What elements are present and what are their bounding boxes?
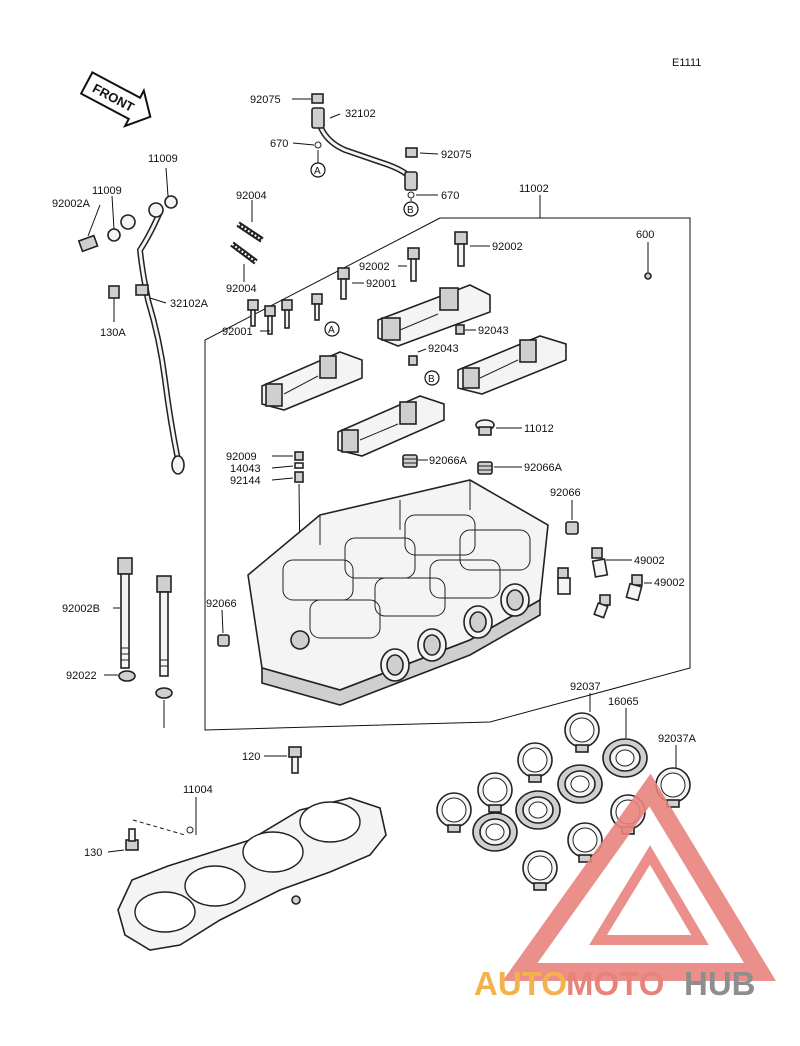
washer-92022-second (155, 687, 173, 699)
head-bolt-92002B (117, 557, 133, 669)
plug-92066A-a (402, 454, 418, 468)
camshaft-cap-upper-right (377, 284, 491, 347)
callout-92066A-a: 92066A (429, 455, 468, 467)
watermark-hub: HUB (684, 965, 756, 1002)
o-ring-670-b (407, 191, 415, 199)
callout-16065: 16065 (608, 696, 639, 708)
callout-11009-b: 11009 (92, 185, 122, 197)
marker-b-caps: B (424, 370, 440, 386)
callout-92075-b: 92075 (441, 149, 472, 161)
callout-32102A: 32102A (170, 298, 209, 310)
holder-group-16065 (472, 738, 648, 852)
fitting-49002-a (591, 547, 609, 578)
callout-92004-b: 92004 (226, 283, 257, 295)
callout-92002-b: 92002 (359, 261, 390, 273)
marker-a-top: A (310, 162, 326, 178)
callout-92002B: 92002B (62, 603, 100, 615)
watermark-auto: AUTO (474, 965, 567, 1002)
bolt-92001-middle (337, 267, 350, 300)
callout-92043-b: 92043 (428, 343, 459, 355)
plug-600 (644, 272, 652, 280)
spring-92144 (294, 471, 304, 483)
plug-92066A-b (477, 461, 493, 475)
fitting-49002-b (625, 574, 643, 602)
watermark-logo: AUTO MOTO HUB (474, 773, 776, 1002)
camshaft-cap-middle-right (457, 335, 567, 395)
callout-130A: 130A (100, 327, 126, 339)
assembly-frame (204, 217, 691, 731)
head-gasket-11004 (117, 797, 387, 951)
dowel-92043-a (455, 324, 465, 335)
dowel-92043-b (408, 355, 418, 366)
callout-92001-a: 92001 (366, 278, 397, 290)
banjo-bolt-92075-right (405, 147, 418, 158)
callout-11012: 11012 (524, 423, 554, 435)
marker-a-caps: A (324, 321, 340, 337)
oil-pipe-32102A (120, 202, 185, 475)
stud-92004-upper (236, 221, 264, 243)
cylinder-head-11002 (247, 479, 549, 706)
callout-92001-b: 92001 (222, 326, 253, 338)
callout-11009-a: 11009 (148, 153, 178, 165)
callout-670-a: 670 (270, 138, 288, 150)
callout-92009: 92009 (226, 451, 257, 463)
stud-92004-lower (230, 241, 258, 265)
svg-text:A: A (314, 166, 321, 177)
callout-92002-a: 92002 (492, 241, 523, 253)
bolt-92002-middle (407, 247, 420, 282)
bolt-120 (288, 746, 302, 774)
plug-92066-left (217, 634, 230, 647)
diagram-code: E1111 (672, 57, 701, 69)
oil-pipe-32102 (311, 107, 418, 191)
callout-600: 600 (636, 229, 654, 241)
bolt-92002A (77, 234, 99, 253)
callout-670-b: 670 (441, 190, 459, 202)
svg-text:B: B (428, 374, 435, 385)
marker-b-top: B (403, 201, 419, 217)
bolt-92001-left-group (247, 293, 323, 335)
washer-11009-b (107, 228, 121, 242)
callout-92004-a: 92004 (236, 190, 267, 202)
callout-11002: 11002 (519, 183, 549, 195)
callout-130: 130 (84, 847, 102, 859)
watermark-moto: MOTO (566, 965, 664, 1002)
plug-92066-right (565, 521, 579, 535)
o-ring-670-a (314, 141, 322, 149)
svg-text:A: A (328, 325, 335, 336)
fitting-49002-d (593, 594, 611, 619)
bolt-130 (125, 828, 139, 851)
callout-32102: 32102 (345, 108, 376, 120)
front-arrow: FRONT (79, 71, 152, 128)
svg-text:B: B (407, 205, 414, 216)
bolt-92002-right (454, 231, 468, 267)
callout-92037A: 92037A (658, 733, 697, 745)
callout-120: 120 (242, 751, 260, 763)
guide-14043 (294, 462, 304, 469)
washer-92022 (118, 670, 136, 682)
callout-92002A: 92002A (52, 198, 91, 210)
callout-92043-a: 92043 (478, 325, 509, 337)
callout-92037: 92037 (570, 681, 601, 693)
callout-92066-a: 92066 (550, 487, 581, 499)
callout-14043: 14043 (230, 463, 261, 475)
callout-11004: 11004 (183, 784, 213, 796)
banjo-bolt-92075-top (311, 93, 324, 104)
callout-92066A-b: 92066A (524, 462, 563, 474)
bolt-130A (108, 285, 120, 299)
callout-92075-a: 92075 (250, 94, 281, 106)
camshaft-cap-lower (337, 395, 445, 457)
callout-92022: 92022 (66, 670, 97, 682)
callout-49002-b: 49002 (654, 577, 685, 589)
head-bolt-92002B-second (156, 575, 172, 677)
callout-49002-a: 49002 (634, 555, 665, 567)
callout-92066-b: 92066 (206, 598, 237, 610)
callout-92144: 92144 (230, 475, 261, 487)
plug-11012 (475, 419, 495, 436)
camshaft-cap-left (261, 351, 363, 411)
washer-11009-a (164, 195, 178, 209)
fitting-49002-c (557, 567, 571, 595)
screw-92009 (294, 451, 304, 461)
